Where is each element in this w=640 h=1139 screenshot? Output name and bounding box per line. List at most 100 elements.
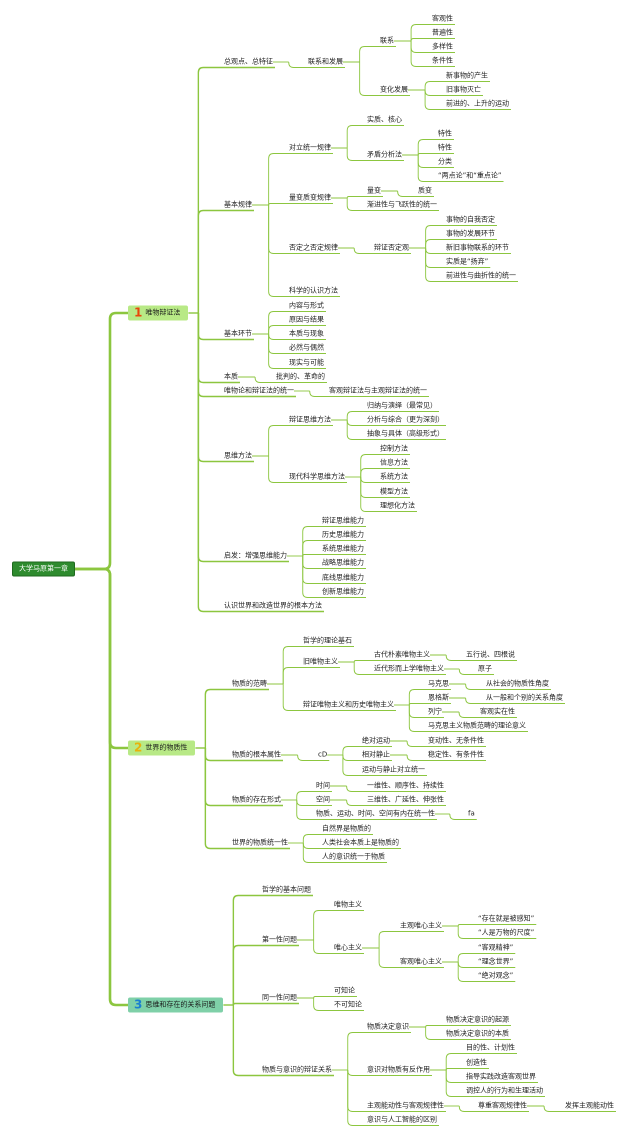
node[interactable]: 三维性、广延性、伸张性 <box>367 795 444 804</box>
node[interactable]: 矛盾分析法 <box>367 150 402 159</box>
node[interactable]: 模型方法 <box>380 487 408 496</box>
node[interactable]: 唯心主义 <box>334 943 362 952</box>
node[interactable]: 前进性与曲折性的统一 <box>446 271 516 280</box>
node[interactable]: 实质是“扬弃” <box>446 257 489 266</box>
node[interactable]: 物质与意识的辩证关系 <box>262 1065 332 1074</box>
node[interactable]: 发挥主观能动性 <box>565 1101 614 1110</box>
node[interactable]: 联系和发展 <box>308 57 343 66</box>
node[interactable]: 变化发展 <box>380 85 408 94</box>
node[interactable]: 空间 <box>316 795 330 804</box>
node[interactable]: 主观能动性与客观规律性 <box>367 1101 444 1110</box>
node[interactable]: 特性 <box>438 129 452 138</box>
node[interactable]: 质变 <box>418 186 432 195</box>
node[interactable]: 物质的根本属性 <box>232 750 281 759</box>
node[interactable]: cD <box>318 750 328 759</box>
node[interactable]: 目的性、计划性 <box>466 1043 515 1052</box>
node[interactable]: 量变 <box>367 186 381 195</box>
node[interactable]: 信息方法 <box>380 458 408 467</box>
node[interactable]: 本质 <box>224 372 238 381</box>
node[interactable]: 物质的存在形式 <box>232 795 281 804</box>
node[interactable]: 世界的物质统一性 <box>232 838 288 847</box>
node[interactable]: 客观辩证法与主观辩证法的统一 <box>329 386 427 395</box>
node[interactable]: 绝对运动 <box>362 736 390 745</box>
node[interactable]: “理念世界” <box>478 957 514 966</box>
node[interactable]: 理想化方法 <box>380 501 415 510</box>
node[interactable]: 启发：增强思维能力 <box>224 551 287 560</box>
node[interactable]: “客观精神” <box>478 943 514 952</box>
node[interactable]: 哲学的基本问题 <box>262 885 311 894</box>
node[interactable]: 创新思维能力 <box>322 587 364 596</box>
node[interactable]: 原子 <box>478 664 492 673</box>
node[interactable]: 马克思 <box>428 679 449 688</box>
node[interactable]: 辩证否定观 <box>374 243 409 252</box>
node[interactable]: 原因与结果 <box>289 315 324 324</box>
node[interactable]: 物质的范畴 <box>232 679 267 688</box>
node[interactable]: “人是万物的尺度” <box>478 928 535 937</box>
node[interactable]: 认识世界和改造世界的根本方法 <box>224 601 322 610</box>
node[interactable]: 从社会的物质性角度 <box>486 679 549 688</box>
node[interactable]: 相对静止 <box>362 750 390 759</box>
node[interactable]: 物质决定意识 <box>367 1022 409 1031</box>
node[interactable]: 客观实在性 <box>480 707 515 716</box>
node[interactable]: 科学的认识方法 <box>289 286 338 295</box>
node[interactable]: 不可知论 <box>334 1000 362 1009</box>
node[interactable]: 主观唯心主义 <box>400 921 442 930</box>
node[interactable]: 尊重客观规律性 <box>478 1101 527 1110</box>
node[interactable]: 物质、运动、时间、空间有内在统一性 <box>316 809 435 818</box>
node[interactable]: 战略思维能力 <box>322 558 364 567</box>
node[interactable]: 批判的、革命的 <box>276 372 325 381</box>
node[interactable]: 多样性 <box>432 42 453 51</box>
node[interactable]: 否定之否定规律 <box>289 243 338 252</box>
node[interactable]: 渐进性与飞跃性的统一 <box>367 200 437 209</box>
node[interactable]: 基本规律 <box>224 200 252 209</box>
node[interactable]: 事物的自我否定 <box>446 215 495 224</box>
node[interactable]: 从一般和个别的关系角度 <box>486 693 563 702</box>
node[interactable]: 分类 <box>438 157 452 166</box>
node[interactable]: 调控人的行为和生理活动 <box>466 1086 543 1095</box>
node[interactable]: 底线思维能力 <box>322 573 364 582</box>
node[interactable]: 量变质变规律 <box>289 193 331 202</box>
node[interactable]: 客观唯心主义 <box>400 957 442 966</box>
node[interactable]: 对立统一规律 <box>289 143 331 152</box>
node[interactable]: 时间 <box>316 781 330 790</box>
root-node[interactable]: 大学马原第一章 <box>12 561 75 577</box>
node[interactable]: 人的意识统一于物质 <box>322 852 385 861</box>
node[interactable]: 一维性、顺序性、持续性 <box>367 781 444 790</box>
node[interactable]: 同一性问题 <box>262 993 297 1002</box>
node[interactable]: 现实与可能 <box>289 358 324 367</box>
node[interactable]: 意识对物质有反作用 <box>367 1065 430 1074</box>
node[interactable]: 事物的发展环节 <box>446 229 495 238</box>
node[interactable]: 马克思主义物质范畴的理论意义 <box>428 721 526 730</box>
node[interactable]: 旧唯物主义 <box>303 657 338 666</box>
node[interactable]: 抽象与具体（高级形式） <box>367 429 444 438</box>
node[interactable]: 意识与人工智能的区别 <box>367 1115 437 1124</box>
node[interactable]: 物质决定意识的本质 <box>446 1029 509 1038</box>
node[interactable]: 可知论 <box>334 986 355 995</box>
node[interactable]: 联系 <box>380 36 394 45</box>
node[interactable]: 创造性 <box>466 1058 487 1067</box>
node[interactable]: 指导实践改造客观世界 <box>466 1072 536 1081</box>
node[interactable]: 变动性、无条件性 <box>428 736 484 745</box>
node[interactable]: 分析与综合（更为深刻） <box>367 415 444 424</box>
node[interactable]: “两点论”和“重点论” <box>438 171 502 180</box>
node[interactable]: 新旧事物联系的环节 <box>446 243 509 252</box>
node[interactable]: 自然界是物质的 <box>322 824 371 833</box>
node[interactable]: 旧事物灭亡 <box>446 85 481 94</box>
node[interactable]: 必然与偶然 <box>289 343 324 352</box>
node[interactable]: 人类社会本质上是物质的 <box>322 838 399 847</box>
node[interactable]: fa <box>468 809 475 818</box>
node[interactable]: 恩格斯 <box>428 693 449 702</box>
node[interactable]: 归纳与演绎（最常见） <box>367 401 437 410</box>
node[interactable]: 列宁 <box>428 707 442 716</box>
node[interactable]: 古代朴素唯物主义 <box>374 650 430 659</box>
node[interactable]: 哲学的理论基石 <box>303 636 352 645</box>
node[interactable]: 辩证唯物主义和历史唯物主义 <box>303 700 394 709</box>
node[interactable]: 稳定性、有条件性 <box>428 750 484 759</box>
node[interactable]: 现代科学思维方法 <box>289 472 345 481</box>
node[interactable]: 历史思维能力 <box>322 530 364 539</box>
node[interactable]: 客观性 <box>432 14 453 23</box>
node[interactable]: 近代形而上学唯物主义 <box>374 664 444 673</box>
